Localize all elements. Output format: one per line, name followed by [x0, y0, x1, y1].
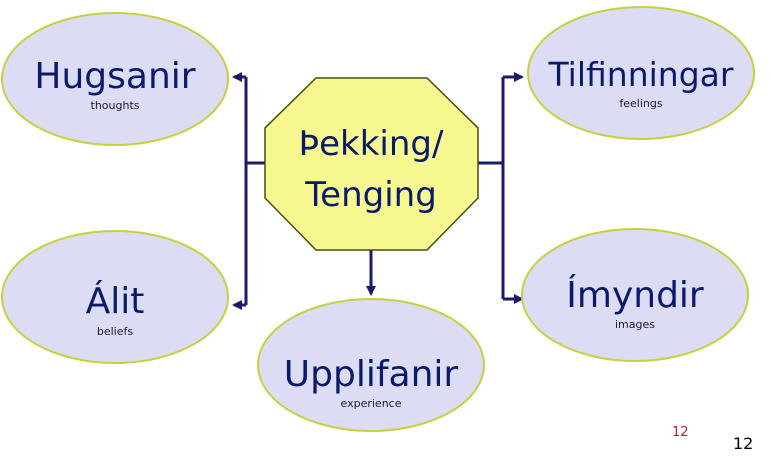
node-alit-subtitle: beliefs — [97, 325, 134, 338]
node-imyndir-shape — [521, 228, 749, 362]
center-title-line2: Tenging — [304, 175, 437, 215]
node-tilfinningar: Tilfinningar feelings — [527, 6, 755, 140]
center-node: Þekking/ Tenging — [264, 77, 479, 251]
node-tilfinningar-subtitle: feelings — [619, 97, 662, 110]
node-hugsanir-title: Hugsanir — [34, 56, 195, 97]
node-alit-title: Álit — [86, 280, 145, 322]
node-upplifanir: Upplifanir experience — [257, 298, 485, 432]
node-hugsanir-shape — [1, 12, 229, 146]
node-tilfinningar-shape — [527, 6, 755, 140]
node-hugsanir-subtitle: thoughts — [91, 99, 140, 112]
connectors — [232, 72, 524, 310]
center-title-line1: Þekking/ — [299, 124, 444, 164]
node-imyndir-title: Ímyndir — [566, 274, 704, 316]
node-imyndir: Ímyndir images — [521, 228, 749, 362]
node-upplifanir-title: Upplifanir — [284, 354, 459, 395]
node-alit: Álit beliefs — [1, 230, 229, 364]
node-upplifanir-shape — [257, 298, 485, 432]
center-octagon — [264, 77, 479, 251]
node-hugsanir: Hugsanir thoughts — [1, 12, 229, 146]
page-number-small: 12 — [672, 425, 689, 440]
node-tilfinningar-title: Tilfinningar — [548, 55, 734, 94]
node-upplifanir-subtitle: experience — [341, 397, 402, 410]
node-imyndir-subtitle: images — [615, 318, 655, 331]
node-alit-shape — [1, 230, 229, 364]
page-number: 12 — [733, 434, 754, 453]
